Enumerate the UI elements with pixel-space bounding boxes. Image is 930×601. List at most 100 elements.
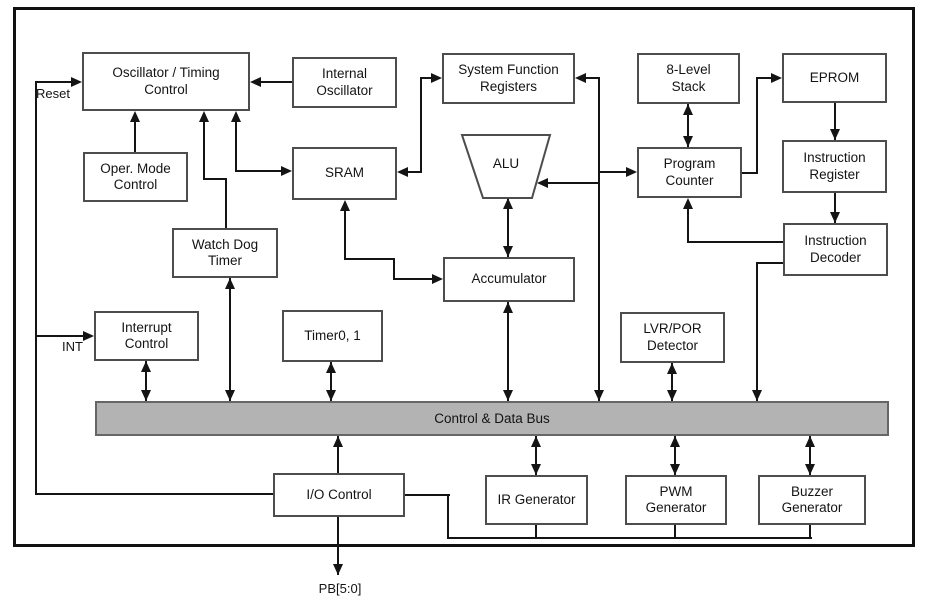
- connector-line: [674, 525, 676, 538]
- connector-line: [405, 494, 450, 496]
- connector-line: [688, 241, 785, 243]
- arrowhead-up: [333, 436, 343, 447]
- block-instruction-register: Instruction Register: [782, 140, 887, 193]
- arrowhead-left: [575, 73, 586, 83]
- connector-line: [344, 202, 346, 260]
- connector-line: [742, 172, 758, 174]
- connector-line: [756, 262, 785, 264]
- connector-line: [535, 436, 537, 475]
- arrowhead-down: [503, 246, 513, 257]
- reset-pin-label: Reset: [36, 86, 70, 101]
- arrowhead-up: [340, 200, 350, 211]
- connector-line: [37, 335, 87, 337]
- block-timer0-1: Timer0, 1: [282, 310, 383, 362]
- diagram-frame: [13, 7, 915, 547]
- connector-line: [507, 302, 509, 401]
- arrowhead-up: [805, 436, 815, 447]
- arrowhead-down: [805, 464, 815, 475]
- int-pin-label: INT: [62, 339, 83, 354]
- connector-line: [344, 258, 395, 260]
- connector-line: [145, 361, 147, 401]
- arrowhead-down: [830, 129, 840, 140]
- block-8-level-stack: 8-Level Stack: [637, 53, 740, 104]
- connector-line: [674, 436, 676, 475]
- arrowhead-up: [199, 111, 209, 122]
- block-buzzer-generator: Buzzer Generator: [758, 475, 866, 525]
- connector-line: [420, 77, 422, 173]
- connector-line: [756, 262, 758, 401]
- connector-line: [535, 525, 537, 538]
- block-oper-mode-control: Oper. Mode Control: [83, 152, 188, 202]
- connector-line: [404, 171, 422, 173]
- connector-line: [756, 77, 758, 174]
- pb-port-label: PB[5:0]: [318, 581, 362, 596]
- arrowhead-up: [503, 198, 513, 209]
- connector-line: [134, 114, 136, 152]
- connector-line: [834, 193, 836, 223]
- block-lvr-por-detector: LVR/POR Detector: [620, 312, 725, 363]
- connector-line: [259, 81, 294, 83]
- block-io-control: I/O Control: [273, 473, 405, 517]
- connector-line: [35, 81, 75, 83]
- connector-line: [584, 77, 600, 79]
- arrowhead-down: [667, 390, 677, 401]
- connector-line: [393, 278, 435, 280]
- arrowhead-down: [503, 390, 513, 401]
- arrowhead-up: [531, 436, 541, 447]
- block-pwm-generator: PWM Generator: [625, 475, 727, 525]
- block-system-function-registers: System Function Registers: [442, 53, 575, 104]
- arrowhead-up: [503, 302, 513, 313]
- arrowhead-right: [431, 73, 442, 83]
- block-oscillator-timing-control: Oscillator / Timing Control: [82, 52, 250, 111]
- connector-line: [420, 77, 437, 79]
- connector-line: [330, 362, 332, 401]
- connector-line: [809, 525, 811, 538]
- control-data-bus: Control & Data Bus: [95, 401, 889, 436]
- block-ir-generator: IR Generator: [485, 475, 588, 525]
- arrowhead-up: [326, 362, 336, 373]
- arrowhead-right: [83, 331, 94, 341]
- connector-line: [229, 278, 231, 401]
- connector-line: [447, 494, 449, 539]
- arrowhead-up: [683, 198, 693, 209]
- arrowhead-up: [130, 111, 140, 122]
- connector-line: [337, 436, 339, 473]
- block-watch-dog-timer: Watch Dog Timer: [172, 228, 278, 278]
- arrowhead-right: [71, 77, 82, 87]
- block-accumulator: Accumulator: [443, 257, 575, 302]
- connector-line: [598, 171, 632, 173]
- arrowhead-down: [326, 390, 336, 401]
- block-instruction-decoder: Instruction Decoder: [783, 223, 888, 276]
- arrowhead-up: [683, 104, 693, 115]
- arrowhead-down: [594, 390, 604, 401]
- block-program-counter: Program Counter: [637, 147, 742, 198]
- connector-line: [35, 81, 37, 495]
- connector-line: [203, 178, 227, 180]
- arrowhead-down: [531, 464, 541, 475]
- arrowhead-down: [830, 212, 840, 223]
- block-eprom: EPROM: [782, 53, 887, 103]
- arrowhead-down: [670, 464, 680, 475]
- arrowhead-down: [225, 390, 235, 401]
- connector-line: [507, 199, 509, 257]
- block-sram: SRAM: [292, 147, 397, 200]
- connector-line: [598, 77, 600, 401]
- connector-line: [671, 363, 673, 401]
- control-data-bus-label: Control & Data Bus: [434, 411, 550, 426]
- arrowhead-down: [333, 564, 343, 575]
- arrowhead-left: [397, 167, 408, 177]
- arrowhead-up: [231, 111, 241, 122]
- arrowhead-right: [771, 73, 782, 83]
- connector-line: [809, 436, 811, 475]
- arrowhead-up: [667, 363, 677, 374]
- connector-line: [35, 493, 275, 495]
- connector-line: [337, 517, 339, 575]
- arrowhead-right: [281, 166, 292, 176]
- connector-line: [543, 182, 600, 184]
- arrowhead-up: [225, 278, 235, 289]
- connector-line: [235, 170, 287, 172]
- connector-line: [447, 537, 812, 539]
- arrowhead-up: [670, 436, 680, 447]
- block-interrupt-control: Interrupt Control: [94, 311, 199, 361]
